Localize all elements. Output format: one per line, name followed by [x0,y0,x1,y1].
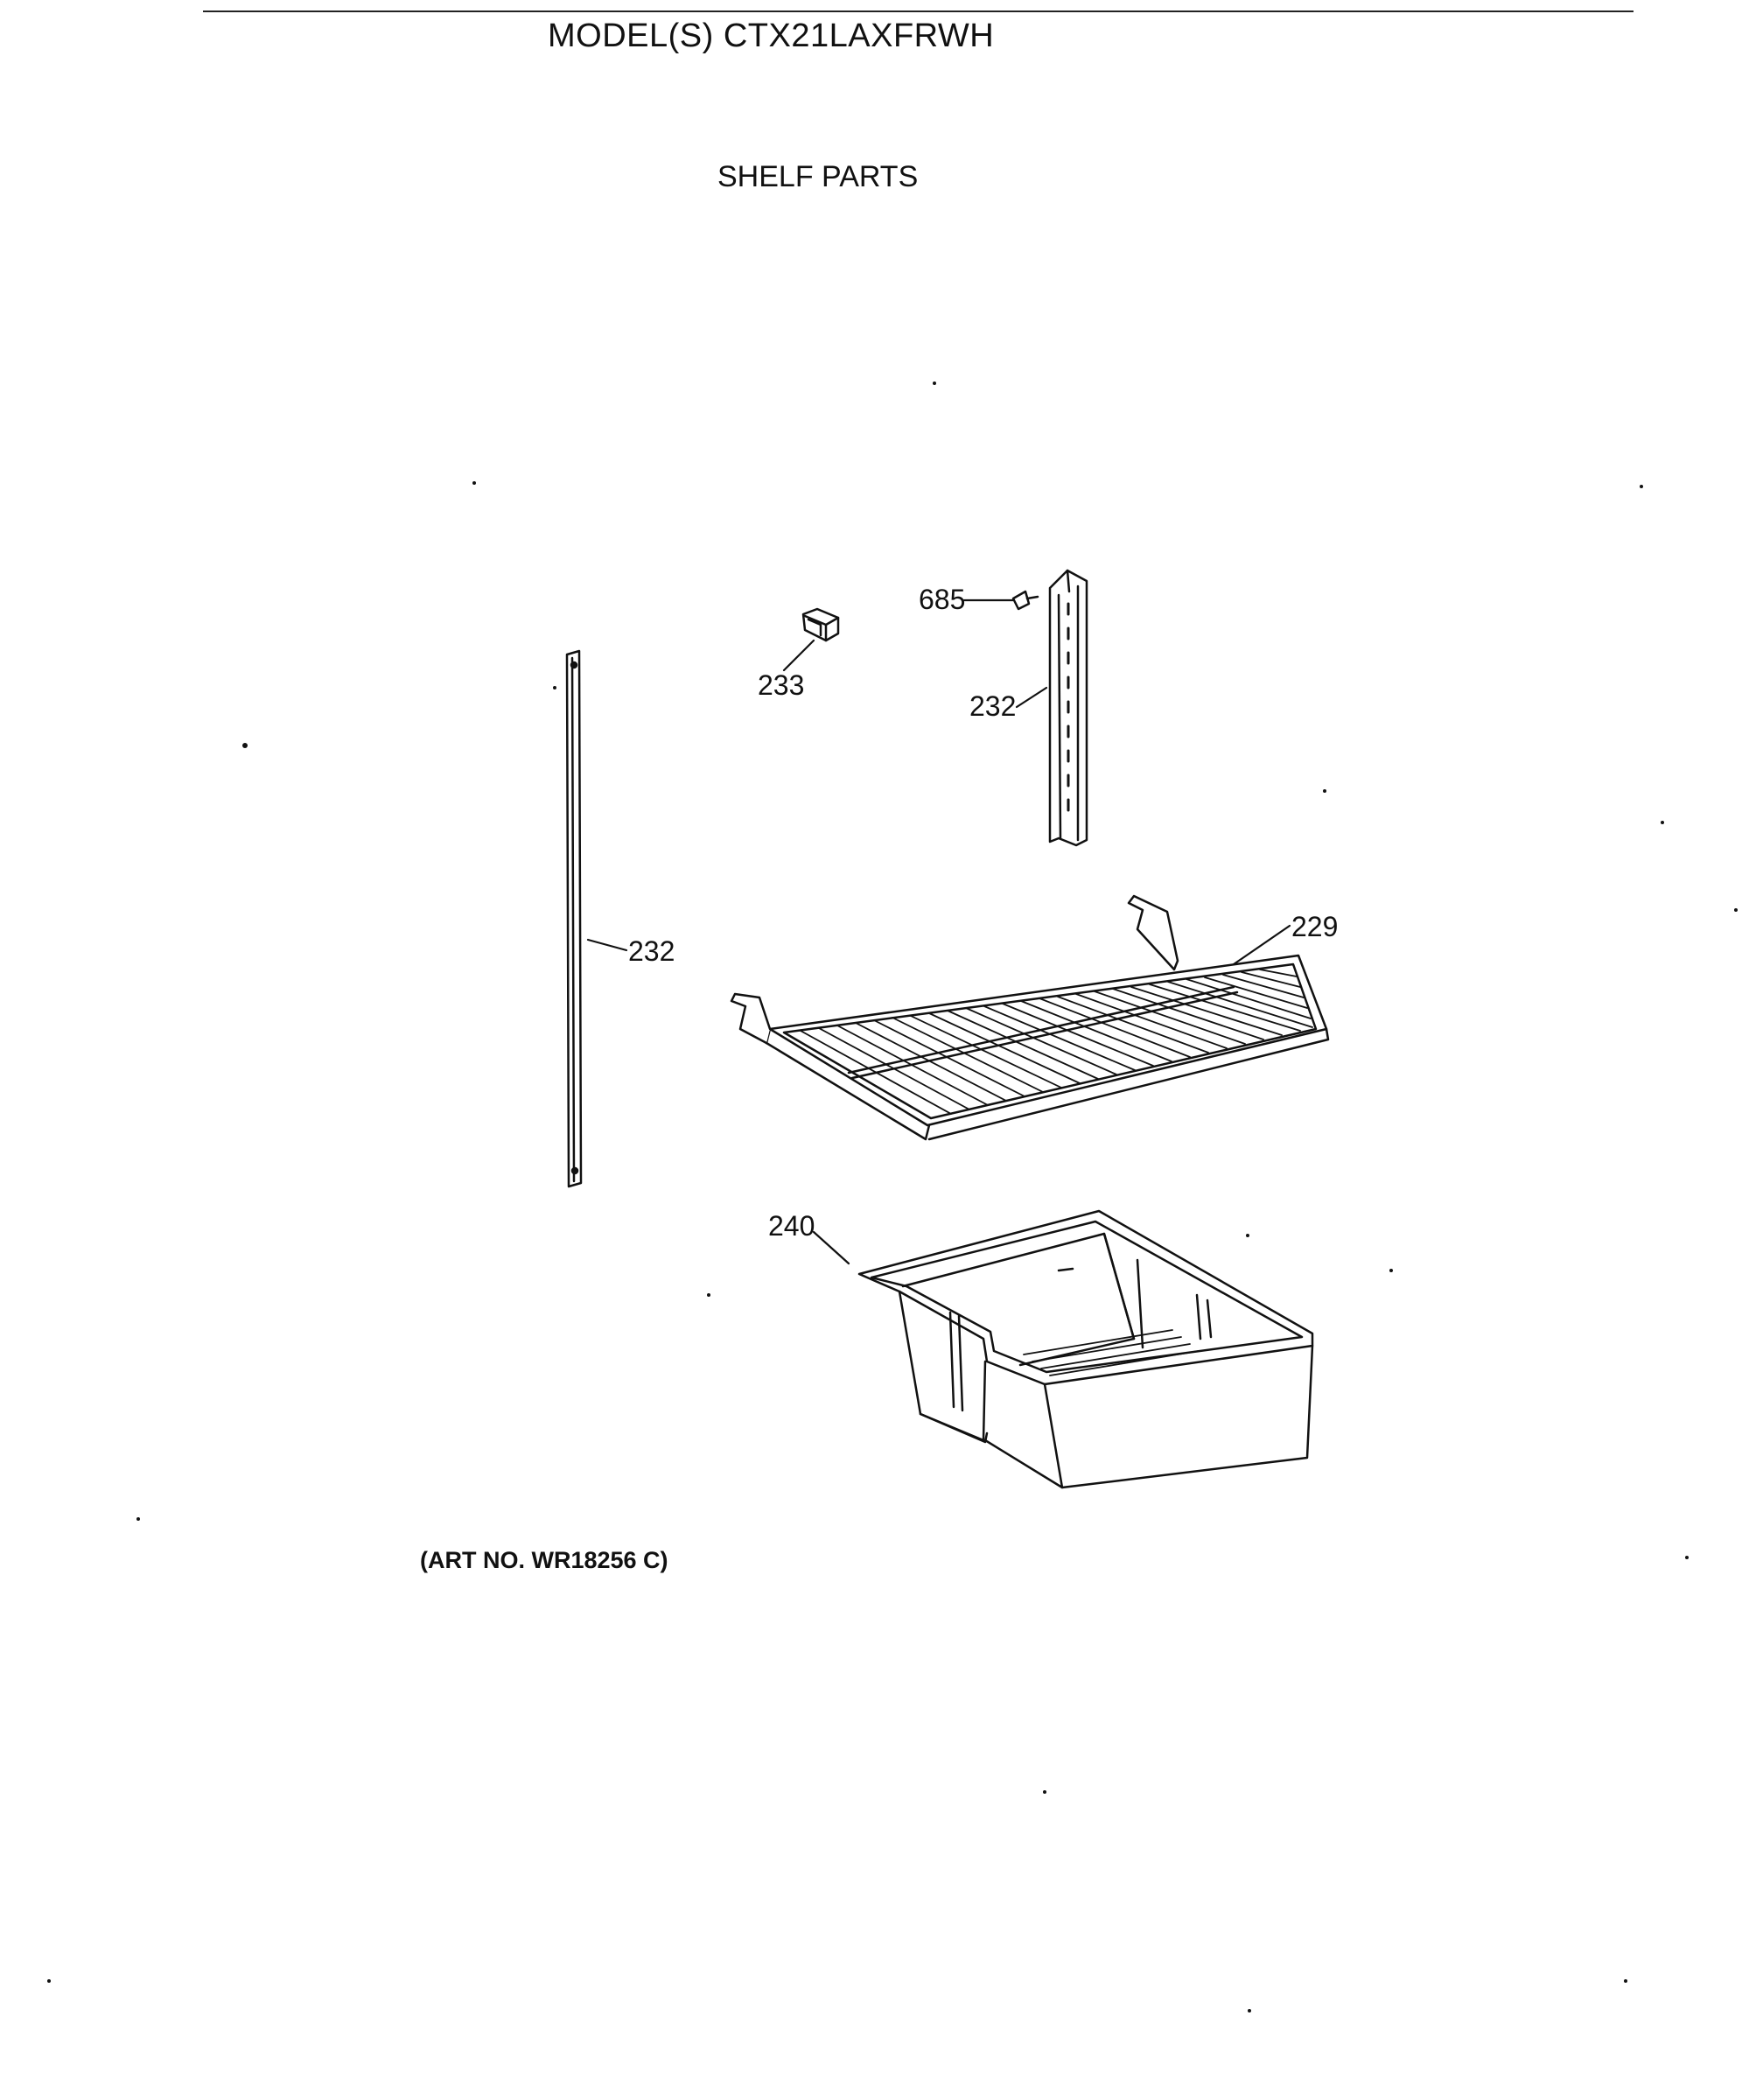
callout-240: 240 [768,1210,815,1242]
storage-pan-part [857,1209,1314,1489]
callout-229: 229 [1291,911,1338,942]
wire-shelf-part [730,894,1330,1141]
callout-leaders [586,598,1291,1265]
top-rule [203,10,1634,12]
model-title: MODEL(S) CTX21LAXFRWH [548,18,995,54]
callout-233: 233 [758,669,804,701]
callout-232-right: 232 [969,690,1016,722]
scan-specks [47,382,1738,2012]
left-shelf-rail [565,649,583,1188]
right-shelf-rail [1048,569,1088,847]
screw-part [1011,590,1039,611]
callout-685: 685 [919,584,965,615]
callout-232-left: 232 [628,935,675,967]
art-number: (ART NO. WR18256 C) [420,1547,668,1573]
shelf-clip-part [801,607,840,642]
section-title: SHELF PARTS [717,160,919,193]
